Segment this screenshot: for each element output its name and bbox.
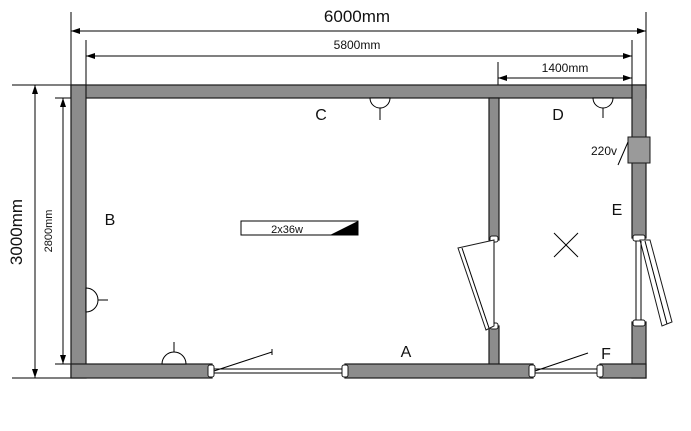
overall-width-label: 6000mm bbox=[324, 7, 390, 26]
wall-bottom-middle bbox=[344, 363, 534, 379]
wall-label-b: B bbox=[105, 212, 116, 229]
wall-label-c: C bbox=[315, 107, 327, 124]
wall-left bbox=[70, 84, 87, 379]
inner-width-label: 5800mm bbox=[334, 38, 381, 52]
wall-lamp-icon bbox=[369, 97, 391, 120]
wall-bottom-left bbox=[70, 363, 213, 379]
electrical-box-icon bbox=[617, 136, 651, 166]
wall-label-f: F bbox=[601, 346, 611, 363]
dimension-lines bbox=[12, 12, 647, 379]
inner-height-label: 2800mm bbox=[43, 210, 55, 253]
door-swing-icon bbox=[457, 239, 495, 331]
wall-label-a: A bbox=[401, 344, 412, 361]
wall-lamp-icon bbox=[161, 342, 187, 365]
door-swing-icon bbox=[213, 349, 342, 374]
wall-lamp-icon bbox=[85, 287, 108, 313]
partition-lower bbox=[488, 325, 500, 367]
wall-top bbox=[70, 84, 647, 99]
overall-height-label: 3000mm bbox=[7, 199, 26, 265]
wall-lamp-icon bbox=[592, 97, 614, 118]
wall-bottom-right bbox=[599, 363, 647, 379]
light-fixture-label: 2x36w bbox=[271, 224, 303, 236]
annex-width-label: 1400mm bbox=[542, 61, 589, 75]
socket-label: 220v bbox=[591, 144, 617, 158]
ceiling-light-cross-icon bbox=[553, 232, 579, 258]
door-swing-icon bbox=[534, 352, 597, 374]
fluorescent-fixture-icon bbox=[240, 220, 359, 236]
wall-label-d: D bbox=[552, 107, 564, 124]
partition-upper bbox=[488, 97, 500, 241]
wall-label-e: E bbox=[612, 202, 623, 219]
window-icon bbox=[635, 239, 673, 327]
